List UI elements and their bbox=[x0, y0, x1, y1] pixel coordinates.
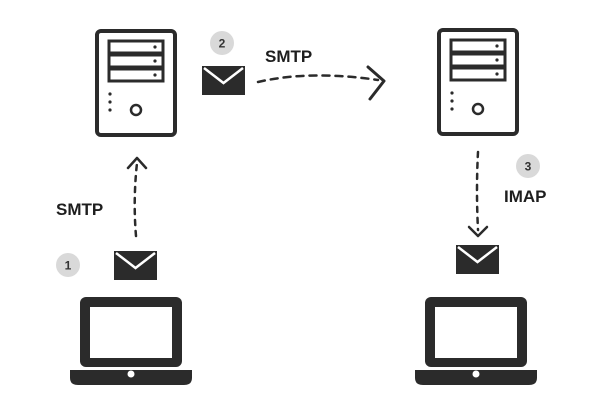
step-3: 3 IMAP bbox=[504, 154, 547, 206]
step-number-badge bbox=[210, 31, 234, 55]
step-1: 1 SMTP bbox=[56, 200, 103, 277]
receiver-server-icon bbox=[437, 28, 519, 136]
step-number: 2 bbox=[219, 37, 226, 51]
arrow-server-to-server bbox=[256, 65, 386, 101]
protocol-label: SMTP bbox=[56, 200, 103, 219]
arrow-server-to-laptop bbox=[467, 150, 489, 238]
envelope-icon bbox=[202, 66, 245, 95]
envelope-icon bbox=[456, 245, 499, 274]
sender-server-icon bbox=[95, 29, 177, 137]
step-number-badge bbox=[516, 154, 540, 178]
arrow-laptop-to-server bbox=[126, 156, 148, 238]
envelope-icon bbox=[114, 251, 157, 280]
step-number: 1 bbox=[65, 259, 72, 273]
step-number-badge bbox=[56, 253, 80, 277]
protocol-label: SMTP bbox=[265, 47, 312, 66]
receiver-laptop-icon bbox=[415, 297, 537, 385]
sender-laptop-icon bbox=[70, 297, 192, 385]
step-number: 3 bbox=[525, 160, 532, 174]
protocol-label: IMAP bbox=[504, 187, 547, 206]
step-2: 2 SMTP bbox=[210, 31, 312, 66]
